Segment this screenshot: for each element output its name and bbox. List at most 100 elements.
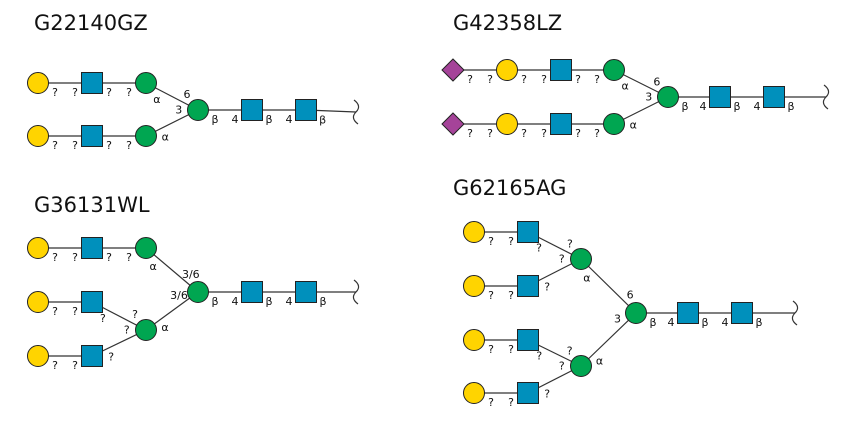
galactose-circle: [27, 291, 49, 313]
linkage-label: α: [622, 80, 629, 93]
galactose-circle: [496, 113, 518, 135]
glcnac-square: [241, 99, 263, 121]
linkage-label: ?: [567, 344, 573, 357]
reducing-end-terminus: [352, 99, 360, 125]
linkage-label: ?: [126, 251, 132, 264]
linkage-label: β: [319, 114, 326, 127]
linkage-label: ?: [488, 235, 494, 248]
glcnac-square: [517, 275, 539, 297]
mannose-circle: [135, 319, 157, 341]
linkage-label: ?: [559, 360, 565, 373]
linkage-label: ?: [488, 396, 494, 409]
linkage-label: ?: [72, 139, 78, 152]
linkage-label: ?: [100, 312, 106, 325]
glycan-id-label: G22140GZ: [34, 11, 148, 35]
glcnac-square: [517, 382, 539, 404]
galactose-circle: [463, 275, 485, 297]
linkage-label: α: [596, 355, 603, 368]
linkage-label: β: [265, 113, 272, 126]
linkage-label: 3/6: [170, 289, 188, 302]
linkage-label: ?: [126, 86, 132, 99]
linkage-label: ?: [132, 308, 138, 321]
linkage-label: 4: [232, 113, 239, 126]
linkage-label: ?: [467, 73, 473, 86]
linkage-label: ?: [72, 305, 78, 318]
glcnac-square: [81, 72, 103, 94]
linkage-label: ?: [106, 251, 112, 264]
mannose-circle: [135, 237, 157, 259]
glcnac-square: [550, 113, 572, 135]
linkage-label: β: [649, 316, 656, 329]
glcnac-square: [81, 125, 103, 147]
linkage-label: ?: [52, 359, 58, 372]
linkage-label: ?: [544, 280, 550, 293]
linkage-label: ?: [521, 127, 527, 140]
mannose-circle: [570, 248, 592, 270]
glycosidic-bond: [145, 247, 199, 293]
linkage-label: α: [583, 271, 590, 284]
linkage-label: 4: [668, 316, 675, 329]
linkage-label: α: [630, 118, 637, 131]
glcnac-square: [517, 221, 539, 243]
linkage-label: ?: [508, 289, 514, 302]
linkage-label: β: [265, 295, 272, 308]
glycosidic-bond: [580, 258, 637, 314]
mannose-circle: [657, 86, 679, 108]
sialic-acid-diamond: [441, 58, 465, 82]
linkage-label: ?: [521, 73, 527, 86]
reducing-end-terminus: [352, 279, 360, 305]
glcnac-square: [550, 59, 572, 81]
linkage-label: ?: [72, 359, 78, 372]
linkage-label: 4: [722, 316, 729, 329]
galactose-circle: [463, 221, 485, 243]
linkage-label: 4: [286, 295, 293, 308]
linkage-label: ?: [106, 86, 112, 99]
mannose-circle: [135, 125, 157, 147]
linkage-label: 6: [627, 289, 634, 302]
linkage-label: ?: [106, 139, 112, 152]
reducing-end-terminus: [822, 84, 830, 110]
linkage-label: ?: [575, 73, 581, 86]
galactose-circle: [27, 125, 49, 147]
glcnac-square: [81, 345, 103, 367]
galactose-circle: [27, 237, 49, 259]
linkage-label: ?: [72, 86, 78, 99]
linkage-label: β: [681, 100, 688, 113]
linkage-label: β: [701, 316, 708, 329]
linkage-label: ?: [575, 127, 581, 140]
mannose-circle: [135, 72, 157, 94]
linkage-label: ?: [52, 305, 58, 318]
reducing-end-terminus: [791, 300, 799, 326]
glcnac-square: [241, 281, 263, 303]
glcnac-square: [81, 291, 103, 313]
linkage-label: ?: [544, 387, 550, 400]
linkage-label: 3/6: [182, 268, 200, 281]
linkage-label: ?: [487, 127, 493, 140]
linkage-label: 3: [645, 91, 652, 104]
linkage-label: α: [162, 130, 169, 143]
linkage-label: ?: [488, 343, 494, 356]
linkage-label: ?: [487, 73, 493, 86]
linkage-label: β: [211, 295, 218, 308]
sialic-acid-diamond: [441, 112, 465, 136]
glcnac-square: [677, 302, 699, 324]
linkage-label: ?: [72, 251, 78, 264]
glcnac-square: [81, 237, 103, 259]
linkage-label: ?: [467, 127, 473, 140]
linkage-label: 3: [614, 312, 621, 325]
linkage-label: β: [211, 113, 218, 126]
linkage-label: 4: [700, 100, 707, 113]
linkage-label: β: [787, 100, 794, 113]
linkage-label: ?: [508, 235, 514, 248]
linkage-label: ?: [126, 139, 132, 152]
linkage-label: β: [319, 295, 326, 308]
linkage-label: 4: [232, 295, 239, 308]
linkage-label: 4: [754, 100, 761, 113]
glcnac-square: [731, 302, 753, 324]
linkage-label: ?: [541, 127, 547, 140]
linkage-label: ?: [594, 127, 600, 140]
linkage-label: ?: [536, 350, 542, 363]
linkage-label: ?: [541, 73, 547, 86]
